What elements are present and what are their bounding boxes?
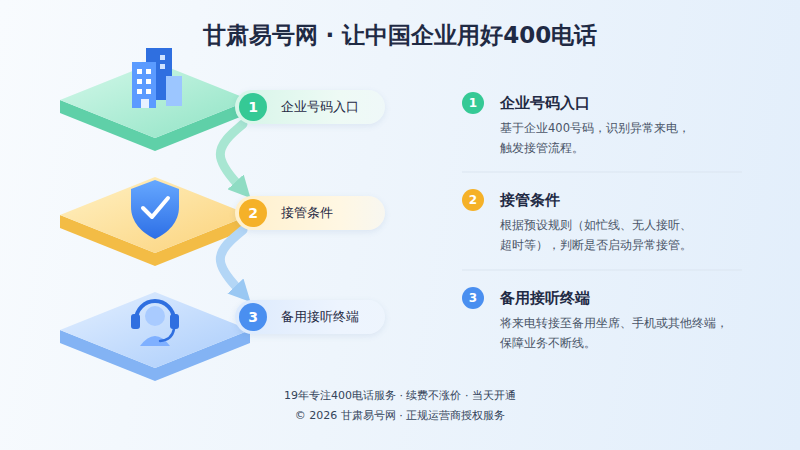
footer-note: © 2026 甘肃易号网 · 正规运营商授权服务 bbox=[0, 408, 800, 423]
flow-arrow bbox=[220, 124, 243, 190]
step-heading: 接管条件 bbox=[500, 187, 560, 213]
flow-arrow bbox=[220, 230, 243, 294]
shield-icon bbox=[131, 180, 179, 239]
step-item: 3 备用接听终端将来电转接至备用坐席、手机或其他终端， 保障业务不断线。 bbox=[462, 285, 762, 359]
step-description: 将来电转接至备用坐席、手机或其他终端， 保障业务不断线。 bbox=[500, 313, 760, 353]
step-number: 2 bbox=[462, 189, 484, 211]
step-heading: 备用接听终端 bbox=[500, 285, 590, 311]
step-description: 根据预设规则（如忙线、无人接听、 超时等），判断是否启动异常接管。 bbox=[500, 215, 760, 255]
platform bbox=[60, 62, 250, 151]
step-label: 企业号码入口 bbox=[281, 90, 359, 124]
step-pill: 3 备用接听终端 bbox=[235, 300, 385, 334]
step-label: 备用接听终端 bbox=[281, 300, 359, 334]
separator-line bbox=[462, 270, 742, 271]
step-number: 3 bbox=[462, 287, 484, 309]
step-heading: 企业号码入口 bbox=[500, 90, 590, 116]
step-item: 2 接管条件根据预设规则（如忙线、无人接听、 超时等），判断是否启动异常接管。 bbox=[462, 187, 762, 261]
page-title: 甘肃易号网 · 让中国企业用好400电话 bbox=[0, 20, 800, 51]
step-number: 2 bbox=[239, 199, 267, 227]
step-number: 3 bbox=[239, 303, 267, 331]
footer-note: 19年专注400电话服务 · 续费不涨价 · 当天开通 bbox=[0, 388, 800, 403]
step-item: 1 企业号码入口基于企业400号码，识别异常来电， 触发接管流程。 bbox=[462, 90, 762, 164]
step-description: 基于企业400号码，识别异常来电， 触发接管流程。 bbox=[500, 118, 760, 158]
headset-icon bbox=[131, 301, 179, 346]
building-icon bbox=[132, 48, 182, 108]
step-label: 接管条件 bbox=[281, 196, 333, 230]
step-number: 1 bbox=[462, 92, 484, 114]
separator-line bbox=[462, 172, 742, 173]
platform bbox=[60, 292, 250, 381]
step-pill: 1 企业号码入口 bbox=[235, 90, 385, 124]
step-pill: 2 接管条件 bbox=[235, 196, 385, 230]
step-number: 1 bbox=[239, 93, 267, 121]
